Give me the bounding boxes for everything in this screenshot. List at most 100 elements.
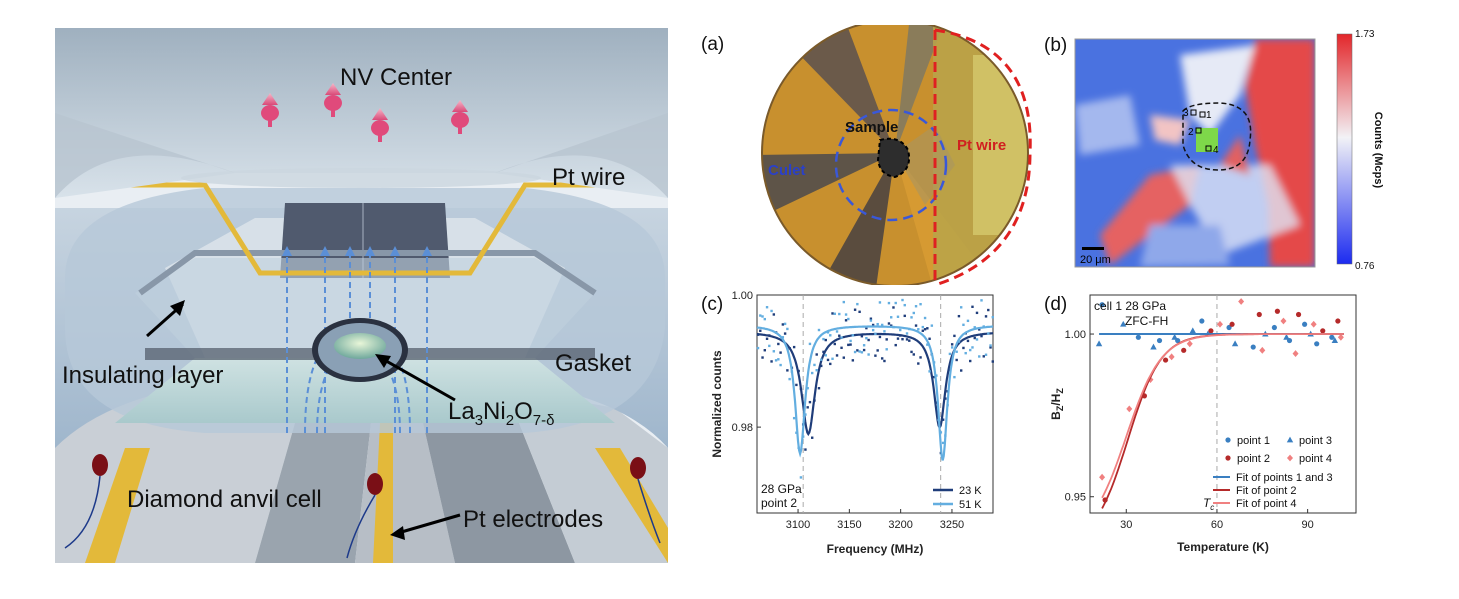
panel-c-point-1 <box>756 346 760 350</box>
panel-c-point-1 <box>887 301 891 305</box>
panel-c-point-0 <box>765 337 769 340</box>
panel-d-point-1 <box>1162 357 1169 363</box>
panel-c-point-1 <box>774 359 778 362</box>
panel-c-point-0 <box>928 337 931 340</box>
panel-d-point-3 <box>1310 320 1317 328</box>
panel-c-point-0 <box>772 313 776 316</box>
panel-c-point-0 <box>885 338 888 341</box>
point-1-marker <box>1199 111 1206 118</box>
panel-d-tc-label: Tc <box>1203 496 1214 512</box>
panel-c-point-0 <box>824 338 827 342</box>
panel-c-point-0 <box>811 436 814 439</box>
panel-c-point-1 <box>971 346 974 349</box>
panel-c-point-0 <box>932 375 936 379</box>
panel-d-point-2 <box>1231 340 1239 347</box>
panel-c-xtick-label-0: 3100 <box>786 519 810 531</box>
panel-c-point-0 <box>829 362 832 366</box>
panel-c-point-0 <box>880 357 884 360</box>
panel-c-fit-1 <box>756 325 994 461</box>
panel-c-point-1 <box>903 303 906 307</box>
panel-d-point-0 <box>1302 321 1308 327</box>
point-4-label: 4 <box>1213 145 1219 156</box>
panel-c-point-0 <box>763 349 766 352</box>
panel-c-point-1 <box>878 301 882 304</box>
panel-c-point-0 <box>858 310 861 314</box>
panel-c-point-1 <box>849 339 852 343</box>
panel-c-point-1 <box>953 375 956 379</box>
point-1-label: 1 <box>1206 110 1212 121</box>
panel-c-point-1 <box>763 317 766 321</box>
panel-c-point-0 <box>862 348 866 352</box>
panel-c-point-0 <box>912 353 915 356</box>
panel-c-point-1 <box>835 330 839 333</box>
panel-c-letter: (c) <box>701 294 723 315</box>
panel-c-point-1 <box>989 344 992 347</box>
panel-c-point-0 <box>865 326 868 330</box>
panel-c-point-0 <box>876 349 879 352</box>
panel-c-point-0 <box>844 319 848 322</box>
panel-c-point-0 <box>835 354 839 357</box>
legend-label-51k: 51 K <box>959 499 982 511</box>
panel-c-point-0 <box>777 342 780 346</box>
panel-c-point-0 <box>962 346 965 350</box>
panel-c-point-0 <box>792 345 796 349</box>
panel-d-point-0 <box>1199 318 1205 324</box>
panel-c-point-0 <box>901 337 904 341</box>
pt-wire-line <box>55 182 668 276</box>
panel-d-point-3 <box>1216 320 1223 328</box>
panel-c-point-1 <box>950 346 954 349</box>
panel-d-legend-label-4: Fit of points 1 and 3 <box>1236 472 1333 484</box>
panel-c-point-0 <box>982 355 985 358</box>
nv-center-label: NV Center <box>340 64 452 91</box>
dac-label: Diamond anvil cell <box>127 486 322 513</box>
panel-c-point-1 <box>826 331 830 334</box>
panel-c-point-1 <box>975 338 979 341</box>
panel-d-point-1 <box>1256 311 1262 318</box>
panel-c-xlabel: Frequency (MHz) <box>827 542 924 556</box>
panel-d-point-1 <box>1181 347 1187 353</box>
panel-c-point-1 <box>871 328 875 332</box>
panel-d-point-0 <box>1271 324 1277 331</box>
scale-bar-label: 20 μm <box>1080 254 1111 266</box>
panel-d-point-2 <box>1150 343 1157 350</box>
panel-c-point-1 <box>890 316 893 319</box>
counts-map <box>1075 39 1315 267</box>
panel-d-point-1 <box>1320 328 1326 334</box>
panel-c-point-0 <box>815 353 818 356</box>
panel-c-point-1 <box>792 416 796 420</box>
panel-c-point-0 <box>978 328 981 331</box>
panel-c-ylabel: Normalized counts <box>710 350 724 458</box>
panel-c-point-1 <box>831 357 834 360</box>
panel-c-point-1 <box>930 324 934 327</box>
panel-c-point-0 <box>980 334 983 338</box>
panel-d-point-2 <box>1283 333 1290 340</box>
panel-c-point-1 <box>885 348 888 351</box>
point-4-marker <box>1205 145 1212 152</box>
panel-c-point-0 <box>851 359 855 362</box>
panel-d-point-2 <box>1120 320 1127 327</box>
panel-c-point-1 <box>865 337 868 340</box>
panel-c-point-0 <box>804 448 807 451</box>
panel-c-point-0 <box>941 418 945 421</box>
panel-c-point-0 <box>957 314 961 318</box>
panel-d-ylabel: BZ/HZ <box>1049 388 1065 420</box>
sample-arrow <box>380 356 456 402</box>
panel-c-point-1 <box>824 354 827 357</box>
panel-c-point-1 <box>829 334 832 337</box>
nv-spins <box>261 83 469 142</box>
panel-d-xtick-label-2: 90 <box>1302 519 1314 531</box>
panel-c-point-0 <box>908 339 911 342</box>
panel-c-point-1 <box>808 342 812 346</box>
panel-d-point-0 <box>1250 344 1256 350</box>
panel-c-point-0 <box>860 335 864 338</box>
panel-d-legend-marker-0 <box>1225 437 1231 443</box>
panel-c-point-1 <box>838 312 841 316</box>
panel-c-point-1 <box>905 332 909 335</box>
electrode-dot-left <box>92 454 108 476</box>
electrode-arrow <box>397 513 461 535</box>
panel-c-point-0 <box>867 338 870 342</box>
panel-c-point-0 <box>856 349 859 352</box>
panel-c-point-1 <box>806 386 809 390</box>
panel-c-point-1 <box>962 323 965 327</box>
